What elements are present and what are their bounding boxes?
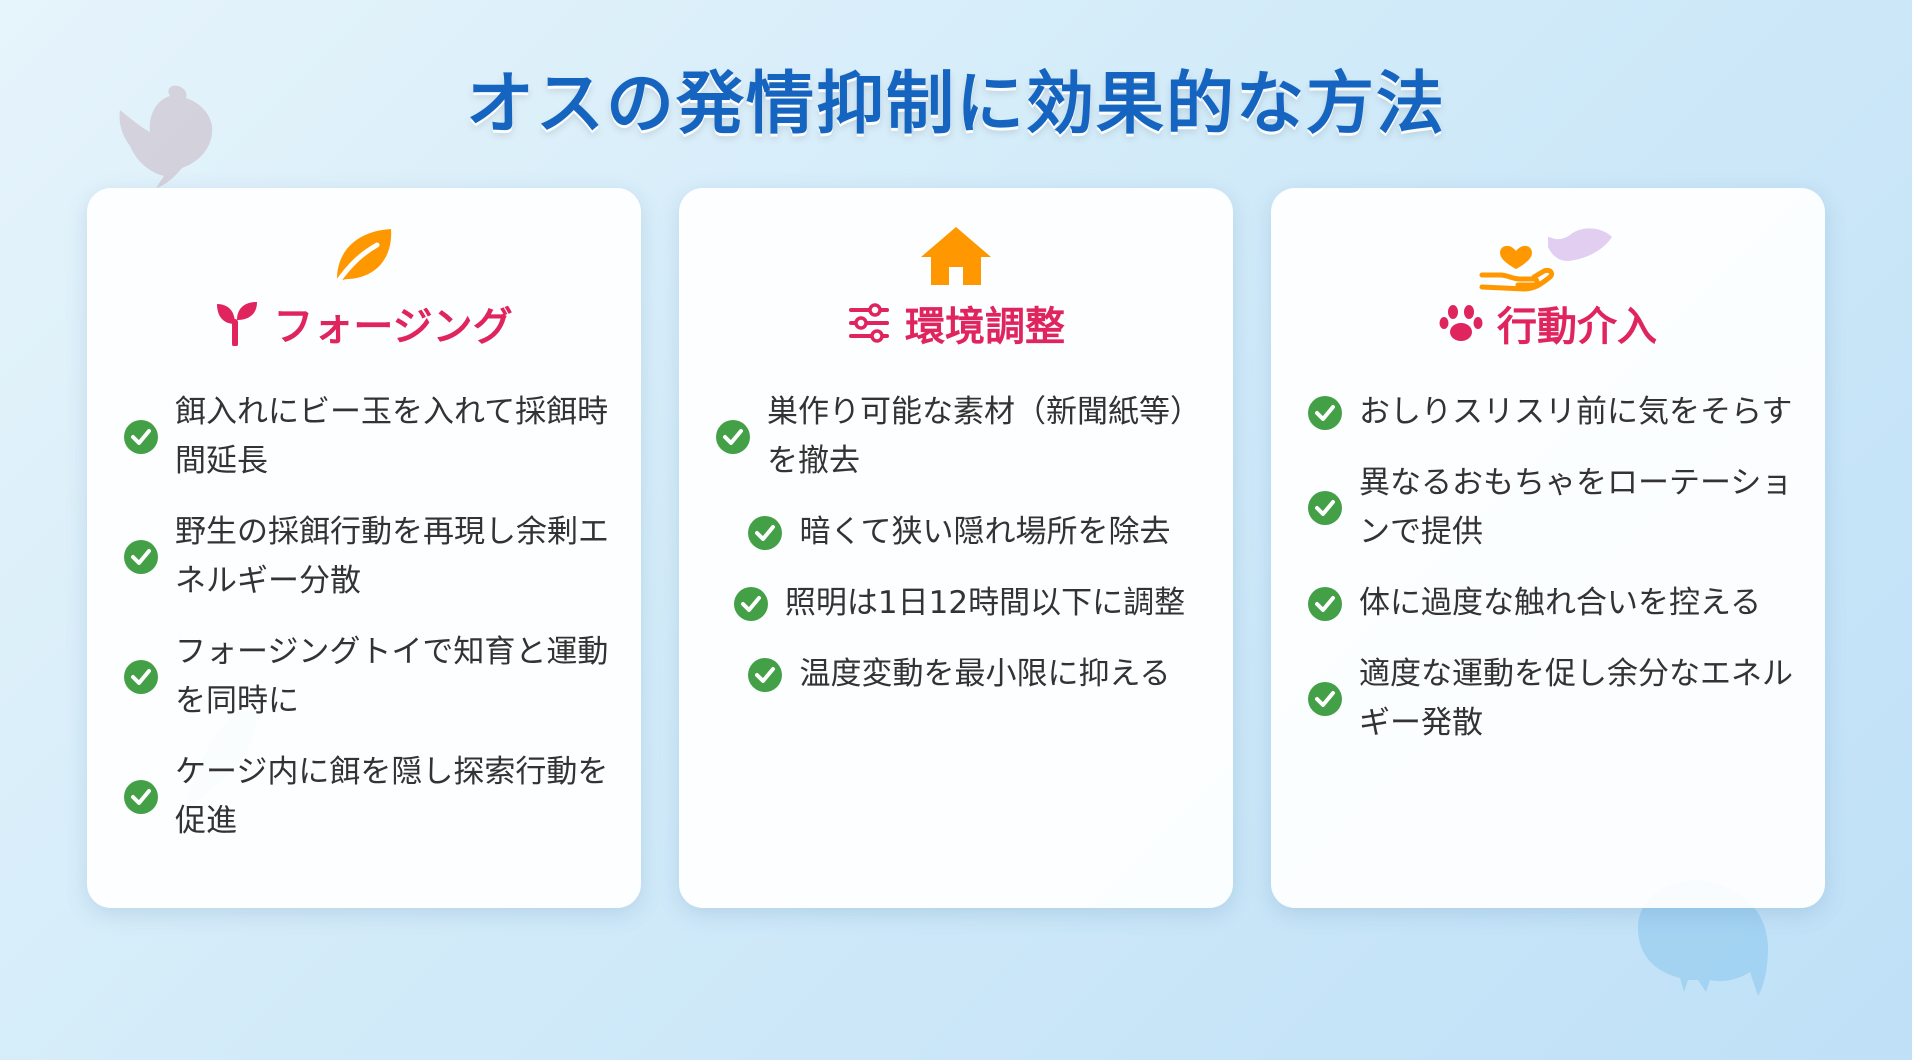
hand-holding-heart-icon [1479, 228, 1612, 292]
list-item: 適度な運動を促し余分なエネルギー発散 [1307, 650, 1795, 748]
list-item-text: フォージングトイで知育と運動を同時に [175, 634, 609, 719]
list-item: 体に過度な触れ合いを控える [1307, 579, 1795, 628]
list-item-text: 餌入れにビー玉を入れて採餌時間延長 [175, 394, 609, 479]
list-item: フォージングトイで知育と運動を同時に [123, 628, 611, 726]
list-item: 異なるおもちゃをローテーションで提供 [1307, 459, 1795, 557]
list-item-text: おしりスリスリ前に気をそらす [1359, 394, 1793, 430]
list-item-text: 巣作り可能な素材（新聞紙等）を撤去 [767, 394, 1201, 479]
bird-silhouette-icon [119, 85, 213, 188]
house-icon [921, 227, 991, 285]
card-heading: フォージング [87, 293, 641, 353]
card-foraging: フォージング 餌入れにビー玉を入れて採餌時間延長 野生の採餌行動を再現し余剰エネ… [87, 188, 641, 908]
check-circle-icon [124, 660, 158, 694]
check-circle-icon [733, 586, 768, 621]
card-heading: 環境調整 [679, 293, 1233, 353]
card-behavior: 行動介入 おしりスリスリ前に気をそらす 異なるおもちゃをローテーションで提供 体… [1271, 188, 1825, 908]
card-heading-text: 行動介入 [1497, 304, 1657, 350]
list-item-text: 暗くて狭い隠れ場所を除去 [799, 514, 1171, 550]
list-item: 照明は1日12時間以下に調整 [715, 579, 1203, 628]
seedling-icon [217, 302, 258, 346]
check-circle-icon [748, 515, 783, 550]
list-item-text: 照明は1日12時間以下に調整 [784, 585, 1186, 621]
leaf-icon [334, 229, 392, 286]
list-item: ケージ内に餌を隠し探索行動を促進 [123, 748, 611, 846]
check-circle-icon [748, 657, 783, 692]
check-circle-icon [124, 420, 158, 454]
list-item-text: 温度変動を最小限に抑える [799, 656, 1171, 692]
check-circle-icon [1308, 586, 1342, 621]
check-circle-icon [124, 780, 158, 814]
paw-icon [1439, 305, 1483, 341]
check-circle-icon [1308, 395, 1342, 430]
list-item: おしりスリスリ前に気をそらす [1307, 388, 1795, 437]
list-item: 野生の採餌行動を再現し余剰エネルギー分散 [123, 508, 611, 606]
check-circle-icon [1308, 682, 1342, 716]
bird-silhouette-icon [1638, 880, 1768, 996]
list-item: 温度変動を最小限に抑える [715, 650, 1203, 699]
list-item-text: 野生の採餌行動を再現し余剰エネルギー分散 [175, 514, 609, 599]
check-circle-icon [124, 540, 158, 574]
sliders-icon [849, 303, 889, 343]
list-item: 餌入れにビー玉を入れて採餌時間延長 [123, 388, 611, 486]
list-item-text: 体に過度な触れ合いを控える [1359, 585, 1762, 621]
check-circle-icon [1308, 491, 1342, 525]
check-circle-icon [716, 420, 750, 454]
card-heading-text: フォージング [273, 304, 513, 350]
list-item: 暗くて狭い隠れ場所を除去 [715, 508, 1203, 557]
list-item-text: 異なるおもちゃをローテーションで提供 [1359, 465, 1793, 550]
list-item: 巣作り可能な素材（新聞紙等）を撤去 [715, 388, 1203, 486]
list-item-text: ケージ内に餌を隠し探索行動を促進 [175, 754, 609, 839]
card-heading-text: 環境調整 [905, 304, 1065, 350]
card-environment: 環境調整 巣作り可能な素材（新聞紙等）を撤去 暗くて狭い隠れ場所を除去 照明は1… [679, 188, 1233, 908]
card-heading: 行動介入 [1271, 293, 1825, 353]
page-title: オスの発情抑制に効果的な方法 [465, 65, 1446, 144]
list-item-text: 適度な運動を促し余分なエネルギー発散 [1359, 656, 1793, 741]
